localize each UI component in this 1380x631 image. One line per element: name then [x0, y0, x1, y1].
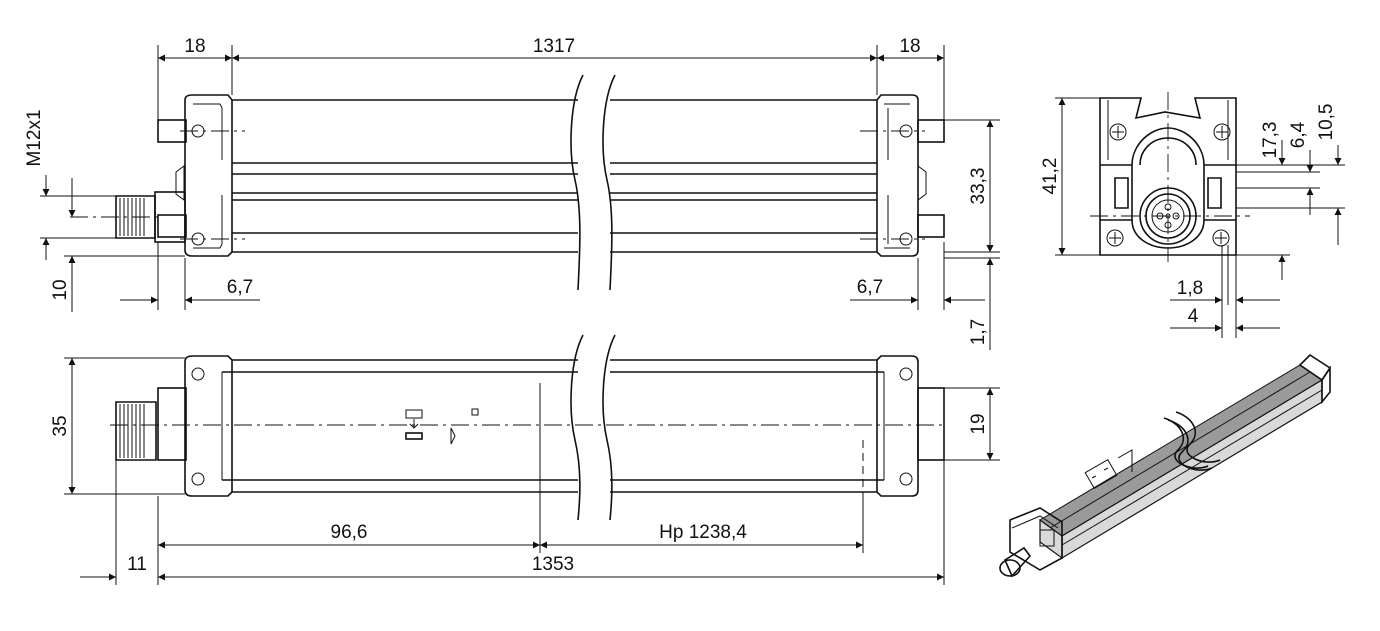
dim-m12x1: M12x1	[24, 109, 45, 166]
dim-6-7-right: 6,7	[857, 277, 883, 298]
dim-19: 19	[968, 413, 989, 434]
dim-35: 35	[50, 415, 71, 436]
isometric-view	[999, 353, 1332, 578]
dim-4: 4	[1188, 306, 1199, 327]
dim-18-right: 18	[899, 36, 920, 57]
dim-1317: 1317	[533, 36, 575, 57]
dim-6-4: 6,4	[1288, 121, 1309, 148]
dim-33-3: 33,3	[968, 168, 989, 205]
dimensions: 18 1317 18 M12x1 10 6,7 6,7 33,3 1,7	[24, 36, 1345, 585]
side-view	[110, 334, 945, 521]
dim-18-left: 18	[184, 36, 205, 57]
dim-10: 10	[50, 279, 71, 300]
dim-1-8: 1,8	[1177, 278, 1203, 299]
dim-1353: 1353	[532, 554, 574, 575]
dim-41-2: 41,2	[1040, 158, 1061, 195]
dim-10-5: 10,5	[1316, 104, 1337, 141]
dim-17-3: 17,3	[1260, 122, 1281, 159]
dim-11: 11	[127, 554, 147, 575]
top-view	[70, 74, 945, 291]
dim-hp-1238-4: Hp 1238,4	[659, 522, 747, 543]
end-view	[1090, 92, 1250, 262]
dim-6-7-left: 6,7	[227, 277, 253, 298]
dim-1-7: 1,7	[968, 319, 989, 345]
dim-96-6: 96,6	[331, 522, 368, 543]
